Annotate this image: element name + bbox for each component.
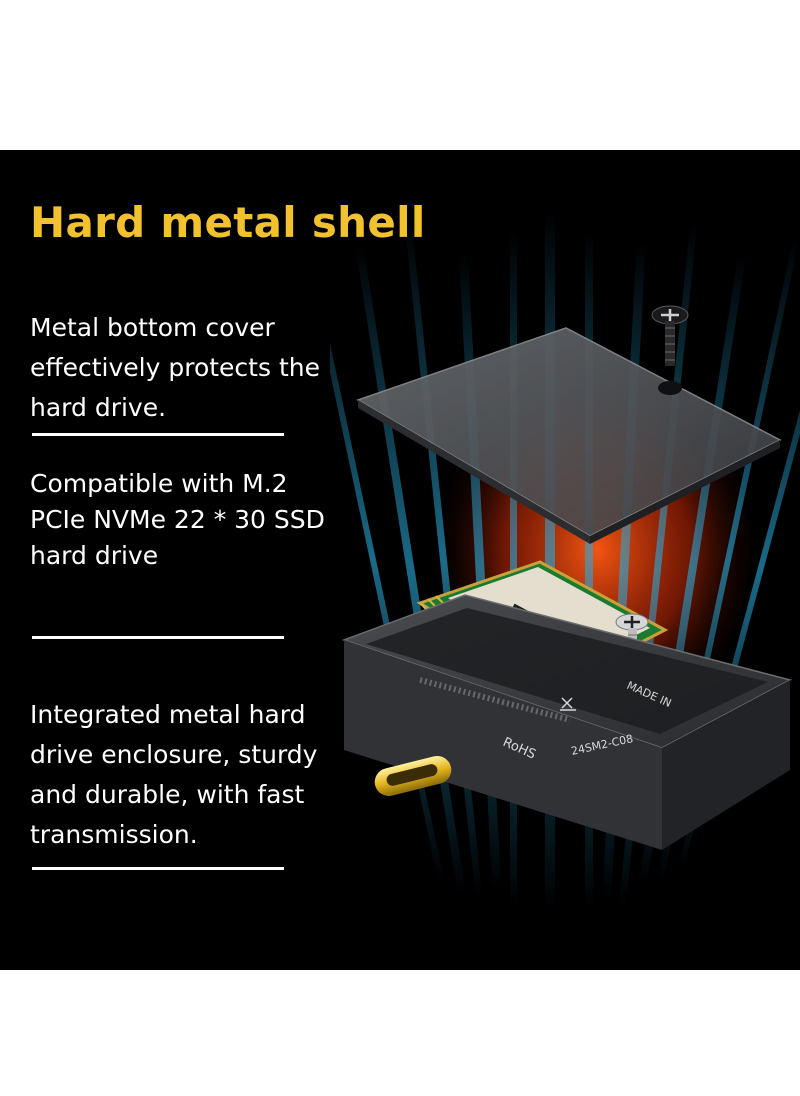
metal-enclosure-base: RoHS MADE IN 24SM2-C08: [341, 594, 793, 850]
ssd-enclosure-illustration: RoHS MADE IN 24SM2-C08: [330, 210, 800, 950]
feature-enclosure-text: Integrated metal hard drive enclosure, s…: [30, 700, 318, 849]
divider: [32, 636, 284, 639]
screw-icon: [651, 305, 689, 366]
metal-bottom-cover: [356, 327, 782, 544]
weee-bin-icon: [560, 697, 576, 711]
usb-c-connector: [374, 755, 452, 797]
product-banner: Hard metal shell Metal bottom cover effe…: [0, 150, 800, 970]
divider: [32, 867, 284, 870]
divider: [32, 433, 284, 436]
feature-compatibility-text: Compatible with M.2 PCIe NVMe 22 * 30 SS…: [30, 469, 325, 570]
page-title: Hard metal shell: [30, 198, 426, 247]
enclosure-exploded-view: RoHS MADE IN 24SM2-C08: [330, 210, 800, 910]
feature-cover-text: Metal bottom cover effectively protects …: [30, 313, 320, 422]
